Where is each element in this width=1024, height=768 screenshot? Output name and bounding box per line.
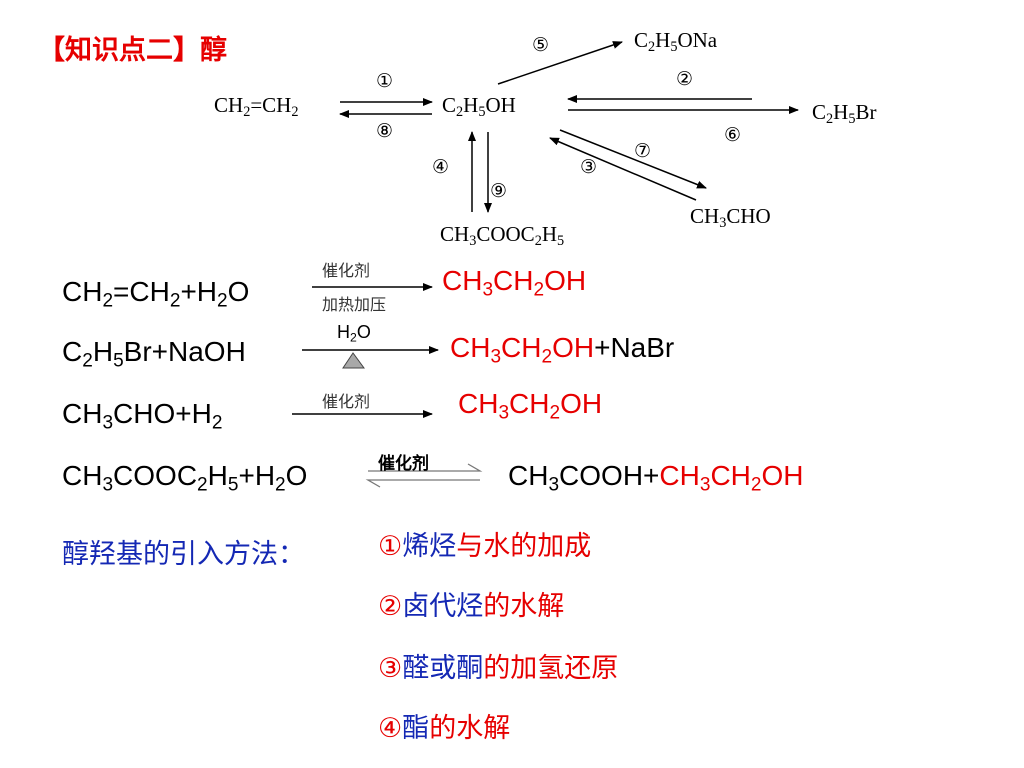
eq1-product: CH3CH2OH [442, 265, 587, 301]
heat-triangle-icon [342, 352, 365, 369]
eq2-condition-top: H2O [337, 322, 371, 345]
eq4-condition-top: 催化剂 [378, 454, 429, 474]
step-number-4: ④ [432, 156, 450, 178]
step-number-1: ① [376, 70, 394, 92]
eq4-reactants: CH3COOC2H5+H2O [62, 460, 308, 496]
species-ethanol: C2H5OH [442, 93, 516, 120]
method-item-3: ③醛或酮的加氢还原 [378, 653, 619, 684]
eq2-reactants: C2H5Br+NaOH [62, 336, 246, 372]
eq4-forward-harpoon [368, 463, 483, 472]
step-number-7: ⑦ [634, 140, 652, 162]
methods-label: 醇羟基的引入方法： [62, 539, 305, 570]
arrow-5 [497, 41, 623, 85]
step-number-5: ⑤ [532, 34, 550, 56]
eq3-product: CH3CH2OH [458, 388, 603, 424]
arrow-7 [559, 129, 707, 189]
species-ethylene: CH2=CH2 [214, 93, 299, 120]
eq1-condition-top: 催化剂 [322, 261, 371, 280]
species-ethyl-acetate: CH3COOC2H5 [440, 222, 565, 249]
species-acetaldehyde: CH3CHO [690, 204, 771, 231]
step-number-9: ⑨ [490, 180, 508, 202]
step-number-3: ③ [580, 156, 598, 178]
arrow-3 [549, 137, 697, 201]
page-title: 【知识点二】醇 [38, 35, 227, 66]
species-bromoethane: C2H5Br [812, 100, 877, 127]
step-number-2: ② [676, 68, 694, 90]
method-item-2: ②卤代烃的水解 [378, 591, 565, 622]
method-item-1: ①烯烃与水的加成 [378, 531, 592, 562]
eq4-reverse-harpoon [365, 479, 480, 488]
eq3-condition-top: 催化剂 [322, 392, 371, 411]
eq2-products: CH3CH2OH+NaBr [450, 332, 675, 368]
eq1-reactants: CH2=CH2+H2O [62, 276, 250, 312]
eq4-products: CH3COOH+CH3CH2OH [508, 460, 804, 496]
step-number-6: ⑥ [724, 124, 742, 146]
eq3-reactants: CH3CHO+H2 [62, 398, 223, 434]
species-sodium-ethoxide: C2H5ONa [634, 28, 718, 55]
eq1-condition-bottom: 加热加压 [322, 295, 387, 314]
step-number-8: ⑧ [376, 120, 394, 142]
method-item-4: ④酯的水解 [378, 713, 511, 744]
